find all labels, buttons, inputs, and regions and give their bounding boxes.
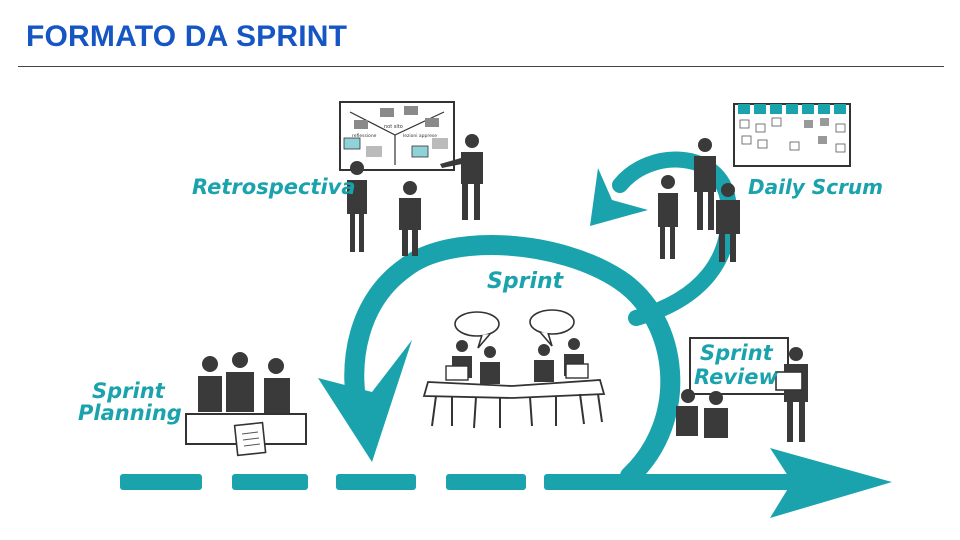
sprint-loop-arrowhead — [318, 340, 412, 462]
retrospective-board: not sito reflessione lezioni apprese — [339, 101, 455, 171]
board-note-2: reflessione — [352, 133, 377, 139]
sprint-review-scene — [676, 337, 808, 442]
label-sprint-planning-line2: Planning — [78, 401, 182, 425]
sprint-team — [422, 309, 606, 429]
board-note-1: not sito — [384, 124, 403, 130]
timeline-dash — [232, 474, 308, 490]
timeline-arrow — [120, 448, 892, 518]
daily-loop-arrowhead — [590, 168, 648, 226]
label-retrospectiva: Retrospectiva — [192, 175, 356, 199]
board-note-3: lezioni apprese — [403, 133, 437, 139]
label-daily-scrum: Daily Scrum — [748, 175, 883, 199]
label-sprint-review-line2: Review — [694, 365, 778, 389]
timeline-dash — [544, 474, 844, 490]
sprint-loop — [318, 235, 681, 486]
retrospective-people — [347, 134, 483, 256]
label-sprint-planning-line1: Sprint — [92, 379, 166, 403]
timeline-dash — [336, 474, 416, 490]
label-sprint-review-line1: Sprint — [700, 341, 774, 365]
sprint-planning-scene — [185, 352, 307, 457]
timeline-arrowhead — [770, 448, 892, 518]
label-sprint: Sprint — [487, 269, 565, 294]
timeline-dash — [446, 474, 526, 490]
daily-scrum-people — [658, 138, 740, 262]
daily-scrum-board — [733, 103, 851, 167]
title-divider — [18, 66, 944, 67]
timeline-dash — [120, 474, 202, 490]
page-title: FORMATO DA SPRINT — [26, 20, 348, 53]
